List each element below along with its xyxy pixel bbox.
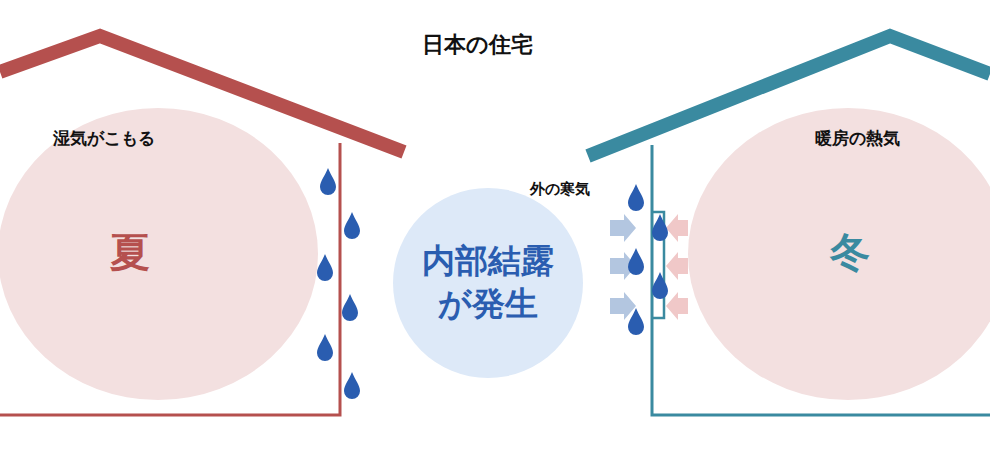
water-drop xyxy=(628,308,644,335)
diagram-title: 日本の住宅 xyxy=(422,30,533,60)
water-drop xyxy=(317,254,333,281)
season-label: 夏 xyxy=(110,226,150,278)
condensation-text: 内部結露 が発生 xyxy=(413,240,563,326)
winter-room: 暖房の熱気冬 xyxy=(688,108,990,400)
water-drop xyxy=(320,168,336,195)
season-label: 冬 xyxy=(830,226,870,278)
ellipse-outline xyxy=(0,108,318,400)
room-note: 湿気がこもる xyxy=(53,127,155,149)
water-drop xyxy=(628,248,644,275)
summer-room: 湿気がこもる夏 xyxy=(0,108,318,400)
water-drop xyxy=(342,294,358,321)
water-drop xyxy=(344,212,360,239)
water-drop xyxy=(344,372,360,399)
air-label: 外の寒気 xyxy=(530,180,590,199)
warm-air-arrows xyxy=(666,214,688,320)
water-drop xyxy=(628,184,644,211)
condensation-circle: 内部結露 が発生 xyxy=(393,188,583,378)
ellipse xyxy=(688,108,990,400)
ellipse xyxy=(0,108,318,400)
water-drop xyxy=(652,214,668,241)
room-note: 暖房の熱気 xyxy=(815,127,900,149)
circle-outline xyxy=(393,188,583,378)
water-drop xyxy=(652,272,668,299)
water-drop xyxy=(317,334,333,361)
water-drops xyxy=(317,168,668,399)
circle xyxy=(393,188,583,378)
